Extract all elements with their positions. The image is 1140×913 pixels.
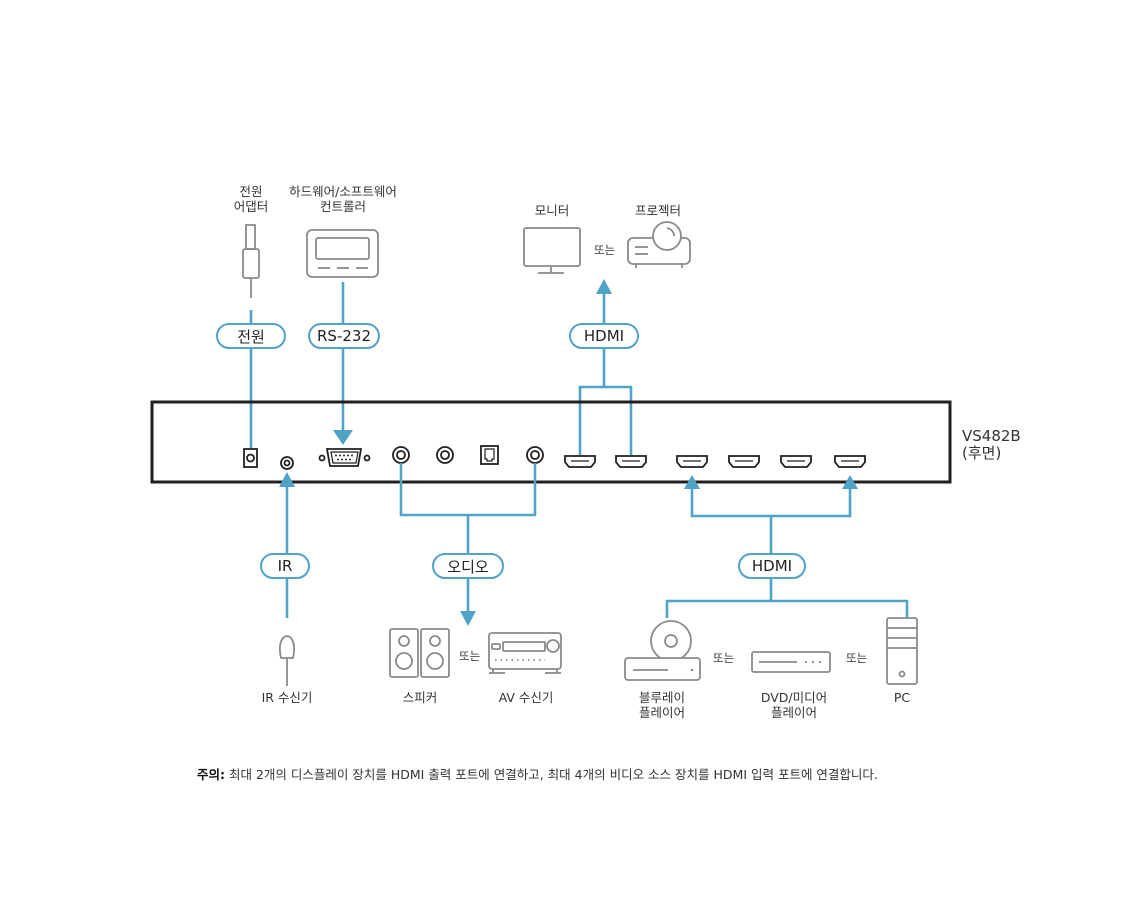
rs232-arrow [333, 430, 353, 445]
bluray-label: 블루레이 플레이어 [622, 690, 702, 720]
dvd-label-line1: DVD/미디어 [760, 690, 828, 705]
bluray-label-line2: 플레이어 [638, 705, 685, 720]
hdmi-in-2 [728, 455, 760, 468]
monitor-icon [523, 227, 581, 274]
ir-arrow [279, 472, 295, 487]
or-text-source-1: 또는 [713, 651, 735, 665]
audio-connector-pill: 오디오 [432, 553, 504, 579]
audio-bracket [399, 463, 537, 517]
hdmi-in-3 [780, 455, 812, 468]
monitor-label: 모니터 [534, 203, 570, 218]
av-receiver-icon [488, 632, 562, 674]
hdmi-out-arrow [596, 279, 612, 294]
or-text-audio: 또는 [459, 649, 481, 663]
or-text-display: 또는 [594, 243, 616, 257]
projector-icon [627, 221, 691, 268]
controller-label-line2: 컨트롤러 [319, 199, 366, 214]
rs232-connector-pill: RS-232 [308, 323, 380, 349]
dvd-label: DVD/미디어 플레이어 [746, 690, 842, 720]
dvd-label-line2: 플레이어 [770, 705, 817, 720]
device-model: VS482B [962, 427, 1021, 445]
hdmi-in-bracket [690, 483, 852, 518]
power-adapter-label: 전원 어댑터 [221, 184, 281, 214]
hdmi-in-arrow-2 [842, 475, 858, 489]
pc-tower-icon [886, 617, 918, 685]
note: 주의: 최대 2개의 디스플레이 장치를 HDMI 출력 포트에 연결하고, 최… [197, 764, 878, 783]
hdmi-in-1 [676, 455, 708, 468]
ir-connector-pill: IR [260, 553, 310, 579]
ir-port [280, 456, 294, 470]
controller-label-line1: 하드웨어/소프트웨어 [289, 184, 397, 199]
note-text: 최대 2개의 디스플레이 장치를 HDMI 출력 포트에 연결하고, 최대 4개… [225, 767, 878, 782]
hdmi-source-bracket [665, 599, 909, 618]
hdmi-out-bracket [578, 385, 633, 455]
or-text-source-2: 또는 [846, 651, 868, 665]
hdmi-output-connector-pill: HDMI [569, 323, 639, 349]
controller-icon [306, 229, 379, 278]
av-receiver-label: AV 수신기 [498, 690, 554, 705]
audio-jack-1 [392, 446, 410, 464]
note-prefix: 주의: [197, 767, 225, 782]
bluray-label-line1: 블루레이 [638, 690, 685, 705]
power-jack [243, 448, 258, 468]
dvd-player-icon [751, 651, 831, 673]
ir-receiver-icon [278, 635, 296, 686]
audio-jack-2 [436, 446, 454, 464]
hdmi-out-1 [564, 455, 596, 468]
device-view: (후면) [962, 444, 1002, 462]
power-adapter-label-line1: 전원 [239, 184, 263, 199]
audio-jack-3 [526, 446, 544, 464]
audio-arrow [460, 611, 476, 626]
pc-label: PC [893, 690, 911, 705]
speakers-label: 스피커 [402, 690, 438, 705]
device-model-label: VS482B (후면) [962, 428, 1021, 462]
rear-panel [150, 400, 952, 484]
controller-label: 하드웨어/소프트웨어 컨트롤러 [283, 184, 403, 214]
power-adapter-label-line2: 어댑터 [233, 199, 269, 214]
speakers-icon [389, 628, 450, 678]
projector-label: 프로젝터 [634, 203, 681, 218]
power-connector-pill: 전원 [216, 323, 286, 349]
hdmi-input-connector-pill: HDMI [738, 553, 806, 579]
power-plug-icon [242, 224, 260, 298]
ir-receiver-label: IR 수신기 [261, 690, 313, 705]
bluray-player-icon [624, 620, 701, 681]
rs232-port [318, 448, 371, 467]
hdmi-in-arrow-1 [684, 475, 700, 489]
hdmi-in-4 [834, 455, 866, 468]
hdmi-out-2 [615, 455, 647, 468]
optical-port [480, 445, 499, 465]
